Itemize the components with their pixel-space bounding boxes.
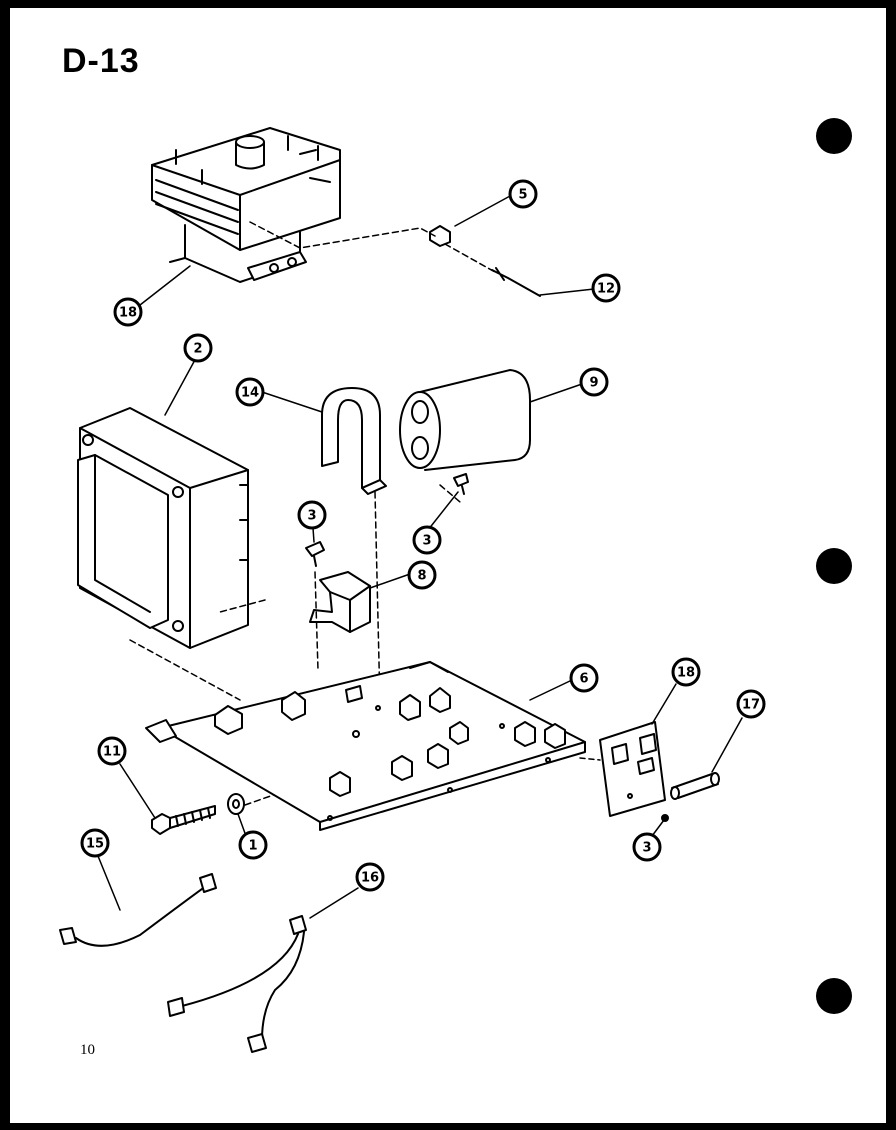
capacitor <box>399 369 531 471</box>
svg-text:15: 15 <box>86 837 104 852</box>
svg-text:1: 1 <box>248 839 257 854</box>
screw-3b <box>453 473 469 495</box>
page-number: 10 <box>80 1042 95 1058</box>
svg-text:2: 2 <box>193 342 202 357</box>
callout-1: 1 <box>238 830 268 860</box>
washer-part-1 <box>227 793 245 815</box>
probe-part-12 <box>491 267 541 297</box>
page-title: D-13 <box>62 42 140 80</box>
callout-12: 12 <box>591 273 621 303</box>
screw-3c <box>661 814 669 822</box>
svg-text:11: 11 <box>103 745 121 760</box>
bolt-part-11 <box>151 805 216 835</box>
base-plate <box>145 661 586 831</box>
callout-3-upper-right: 3 <box>412 525 442 555</box>
callout-6: 6 <box>569 663 599 693</box>
svg-text:6: 6 <box>579 672 588 687</box>
fuse-part-17 <box>670 772 720 800</box>
callout-5: 5 <box>508 179 538 209</box>
callout-14: 14 <box>235 377 265 407</box>
callout-3-lower: 3 <box>632 832 662 862</box>
callout-3-upper-left: 3 <box>297 500 327 530</box>
callout-2: 2 <box>183 333 213 363</box>
callout-18-board: 18 <box>671 657 701 687</box>
binder-hole-middle <box>816 548 852 584</box>
transformer <box>77 407 249 649</box>
svg-text:17: 17 <box>742 698 760 713</box>
svg-text:3: 3 <box>307 509 316 524</box>
circuit-board <box>579 721 666 817</box>
capacitor-bracket <box>321 387 381 489</box>
callout-9: 9 <box>579 367 609 397</box>
svg-text:3: 3 <box>642 841 651 856</box>
callout-16: 16 <box>355 862 385 892</box>
svg-text:16: 16 <box>361 871 379 886</box>
callout-8: 8 <box>407 560 437 590</box>
svg-text:14: 14 <box>241 386 259 401</box>
binder-hole-bottom <box>816 978 852 1014</box>
svg-text:5: 5 <box>518 188 527 203</box>
svg-text:12: 12 <box>597 282 615 297</box>
binder-hole-top <box>816 118 852 154</box>
svg-text:18: 18 <box>677 666 695 681</box>
callout-18-magnetron: 18 <box>113 297 143 327</box>
svg-text:8: 8 <box>417 569 426 584</box>
magnetron <box>151 127 341 283</box>
wire-harness-15 <box>59 873 217 947</box>
screw-3a <box>305 541 325 567</box>
callout-17: 17 <box>736 689 766 719</box>
callout-15: 15 <box>80 828 110 858</box>
callout-11: 11 <box>97 736 127 766</box>
interlock-switch <box>309 571 371 633</box>
connector-part-5 <box>429 225 451 247</box>
wire-harness-16 <box>167 915 307 1053</box>
svg-text:9: 9 <box>589 376 598 391</box>
svg-text:18: 18 <box>119 306 137 321</box>
svg-text:3: 3 <box>422 534 431 549</box>
